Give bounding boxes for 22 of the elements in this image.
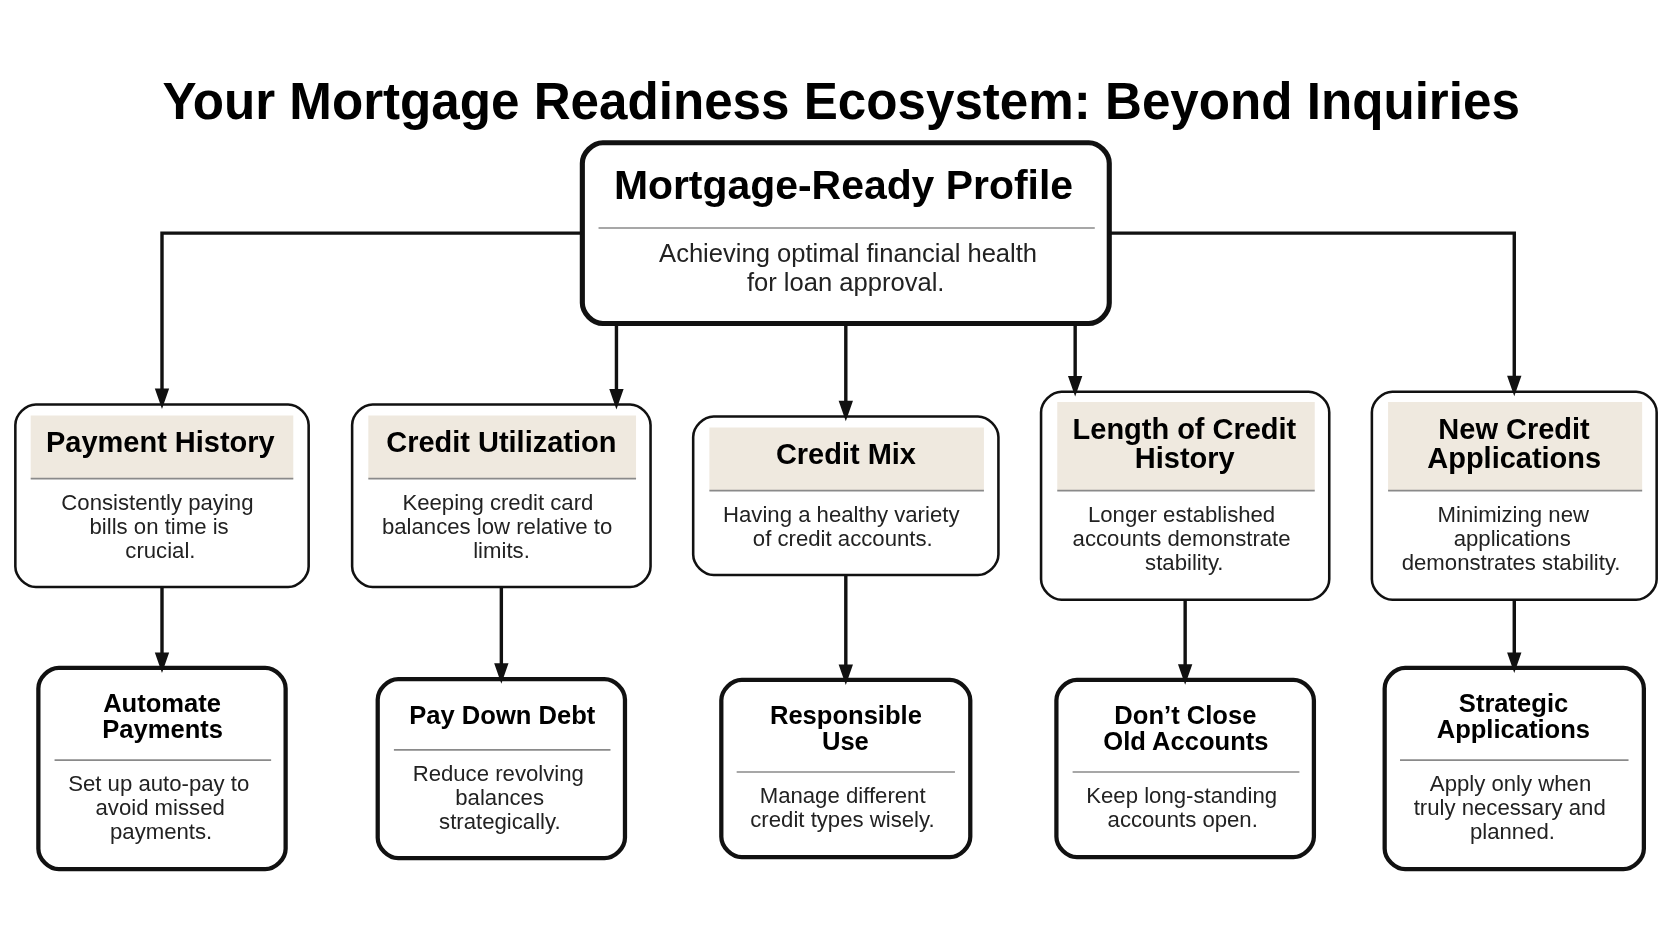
node-box: Payment History Consistently paying bills on time is crucial. bbox=[14, 402, 310, 588]
node-box: New Credit Applications Minimizing new applications demonstrates stability. bbox=[1370, 389, 1658, 601]
arrow bbox=[609, 323, 624, 409]
diagram-title: Your Mortgage Readiness Ecosystem: Beyond Inquiries bbox=[162, 72, 1520, 130]
arrow bbox=[154, 586, 170, 673]
node-box: Length of Credit History Longer established accounts demonstrate stability. bbox=[1039, 389, 1331, 601]
arrow bbox=[154, 230, 582, 409]
arrow bbox=[838, 323, 853, 421]
node-box: Credit Utilization Keeping credit card balances low relative to limits. bbox=[350, 402, 652, 588]
arrow bbox=[1109, 230, 1522, 396]
arrow bbox=[838, 574, 853, 685]
node-box: Automate Payments Set up auto-pay to avoid missed payments. bbox=[36, 665, 288, 871]
arrow bbox=[1068, 323, 1083, 396]
node-box: Pay Down Debt Reduce revolving balances strategically. bbox=[375, 676, 628, 860]
node-box: Don’t Close Old Accounts Keep long-standing accounts open. bbox=[1054, 677, 1317, 859]
arrow bbox=[1507, 599, 1522, 673]
arrow bbox=[494, 586, 509, 684]
arrow bbox=[1177, 599, 1193, 685]
node-box: Responsible Use Manage different credit types wisely. bbox=[719, 677, 973, 859]
node-box: Mortgage-Ready Profile Achieving optimal financial health for loan approval. bbox=[579, 139, 1112, 326]
node-box: Strategic Applications Apply only when truly necessary and planned. bbox=[1382, 665, 1646, 871]
node-box: Credit Mix Having a healthy variety of credit accounts. bbox=[691, 414, 1000, 576]
